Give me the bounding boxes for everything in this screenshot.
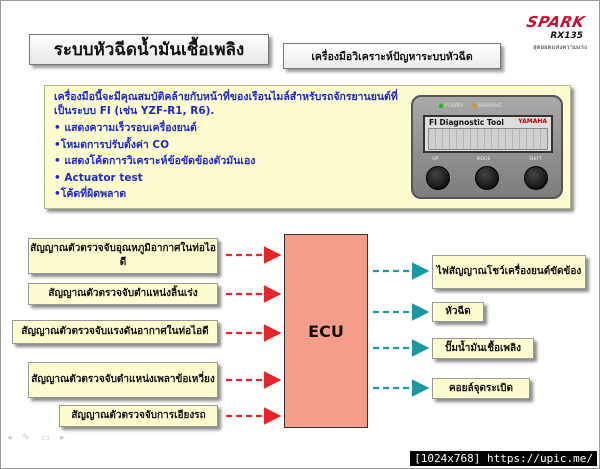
input-box-throttle-position: สัญญาณตัวตรวจจับตำแหน่งลิ้นเร่ง bbox=[28, 283, 218, 305]
tool-button-label: SHIFT bbox=[528, 157, 542, 162]
feature-item: • แสดงโค้ดการวิเคราะห์ข้อขัดข้องตัวมันเอ… bbox=[54, 155, 256, 167]
feature-item: • แสดงความเร็วรอบเครื่องยนต์ bbox=[54, 122, 197, 134]
logo-brand-text: SPARK bbox=[525, 13, 587, 31]
tool-button-label: UP bbox=[432, 157, 439, 162]
output-box-engine-warning-light: ไฟสัญญาณโชว์เครื่องยนต์ขัดข้อง bbox=[432, 255, 586, 289]
feature-item: • Actuator test bbox=[54, 171, 143, 184]
tool-name: FI Diagnostic Tool bbox=[429, 118, 504, 127]
tool-indicator-lights: POWER WARNING bbox=[439, 103, 502, 109]
logo-model-text: RX135 bbox=[550, 31, 583, 41]
feature-item: •โค้ดที่ผิดพลาด bbox=[54, 188, 127, 200]
warning-led: WARNING bbox=[471, 103, 502, 109]
input-box-lean-angle: สัญญาณตัวตรวจจับการเอียงรถ bbox=[59, 405, 218, 427]
tool-button-mode bbox=[474, 166, 499, 190]
slide-title: ระบบหัวฉีดน้ำมันเชื้อเพลิง bbox=[29, 34, 269, 65]
description-intro: เครื่องมือนี้จะมีคุณสมบัติคล้ายกับหน้าที… bbox=[54, 91, 398, 117]
diagnostic-tool-image: POWER WARNING FI Diagnostic Tool YAMAHA … bbox=[411, 95, 563, 199]
tool-buttons bbox=[413, 166, 561, 190]
output-box-fuel-pump: ปั๊มน้ำมันเชื้อเพลิง bbox=[432, 338, 534, 359]
slide-subtitle: เครื่องมือวิเคราะห์ปัญหาระบบหัวฉีด bbox=[283, 43, 501, 69]
tool-button-shift bbox=[524, 166, 549, 190]
tool-button-label: MODE bbox=[476, 157, 491, 162]
tool-screen: FI Diagnostic Tool YAMAHA bbox=[423, 115, 553, 153]
input-box-intake-pressure: สัญญาณตัวตรวจจับแรงดันอากาศในท่อไอดี bbox=[12, 320, 218, 344]
feature-list: • แสดงความเร็วรอบเครื่องยนต์ •โหมดการปรั… bbox=[54, 120, 399, 203]
tool-button-up bbox=[425, 166, 450, 190]
output-box-ignition-coil: คอยล์จุดระเบิด bbox=[432, 378, 530, 399]
slideshow-controls[interactable]: ◂ ✎ ▭ ▸ bbox=[7, 433, 69, 443]
input-box-crankshaft-position: สัญญาณตัวตรวจจับตำแหน่งเพลาข้อเหวี่ยง bbox=[28, 362, 218, 398]
brand-logo: SPARK RX135 สุดยอดแห่งความแรง bbox=[493, 9, 589, 53]
input-box-intake-air-temp: สัญญาณตัวตรวจจับอุณหภูมิอากาศในท่อไอดี bbox=[28, 238, 218, 274]
image-watermark: [1024x768] https://upic.me/ bbox=[410, 451, 597, 466]
description-text: เครื่องมือนี้จะมีคุณสมบัติคล้ายกับหน้าที… bbox=[54, 90, 399, 203]
power-led: POWER bbox=[439, 103, 464, 109]
output-box-injector: หัวฉีด bbox=[432, 302, 484, 322]
logo-tagline: สุดยอดแห่งความแรง bbox=[532, 44, 587, 51]
tool-button-labels: UP MODE SHIFT bbox=[413, 157, 561, 162]
tool-lcd-display bbox=[428, 128, 548, 150]
tool-brand: YAMAHA bbox=[518, 118, 547, 125]
ecu-block: ECU bbox=[284, 234, 368, 428]
description-panel: เครื่องมือนี้จะมีคุณสมบัติคล้ายกับหน้าที… bbox=[44, 85, 571, 209]
feature-item: •โหมดการปรับตั้งค่า CO bbox=[54, 138, 170, 151]
